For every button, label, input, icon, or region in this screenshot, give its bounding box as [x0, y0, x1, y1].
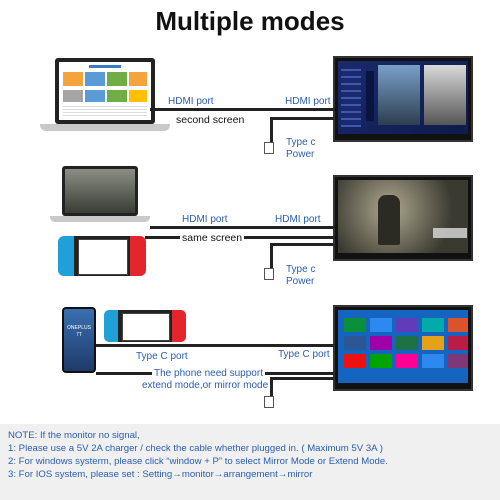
note-line-2: 2: For windows systerm, please click “wi… [8, 456, 388, 467]
hdmi-cable [150, 108, 335, 111]
hdmi-port-label-right-1: HDMI port [285, 96, 331, 107]
typec-cable [270, 243, 334, 246]
note-line-1: 1: Please use a 5V 2A charger / check th… [8, 443, 383, 454]
typec-port-label-right-3: Type C port [278, 349, 330, 360]
laptop-icon [40, 58, 170, 138]
nintendo-switch-icon [104, 310, 188, 346]
typec-cable-phone [96, 344, 334, 347]
hdmi-port-label-left-2: HDMI port [182, 214, 228, 225]
typec-port-label-left-3: Type C port [136, 351, 188, 362]
windows-start-screen [338, 310, 468, 383]
usb-power-icon [264, 142, 274, 154]
power-label-1: Power [286, 149, 315, 160]
note-heading: NOTE: If the monitor no signal, [8, 430, 140, 441]
game-screen [338, 180, 468, 253]
hdmi-port-label-left-1: HDMI port [168, 96, 214, 107]
game-library-screen [338, 61, 468, 134]
phone-note-line-2: extend mode,or mirror mode [142, 380, 269, 391]
typec-label-2: Type c [286, 264, 316, 275]
typec-cable-vertical [270, 243, 273, 269]
typec-cable-vertical [270, 117, 273, 143]
typec-cable [270, 117, 334, 120]
page-title: Multiple modes [155, 6, 345, 36]
hdmi-port-label-right-2: HDMI port [275, 214, 321, 225]
spreadsheet-screen [59, 62, 151, 120]
power-cable-vertical [270, 377, 273, 397]
phone-screen-text: ONEPLUS 7T [67, 325, 91, 338]
power-cable [270, 377, 334, 380]
monitor-icon [333, 305, 473, 391]
nintendo-switch-icon [58, 236, 148, 280]
usb-power-icon [264, 396, 274, 408]
phone-note-line-1: The phone need support [152, 368, 265, 379]
mode-label-1: second screen [176, 114, 245, 126]
mode-label-2: same screen [180, 232, 245, 244]
laptop-icon [50, 166, 150, 226]
monitor-icon [333, 56, 473, 142]
smartphone-icon: ONEPLUS 7T [62, 307, 96, 373]
monitor-icon [333, 175, 473, 261]
notes-panel [0, 424, 500, 500]
power-label-2: Power [286, 276, 315, 287]
typec-label-1: Type c [286, 137, 316, 148]
hdmi-cable [150, 226, 335, 229]
usb-power-icon [264, 268, 274, 280]
note-line-3: 3: For IOS system, please set : Setting→… [8, 469, 313, 480]
